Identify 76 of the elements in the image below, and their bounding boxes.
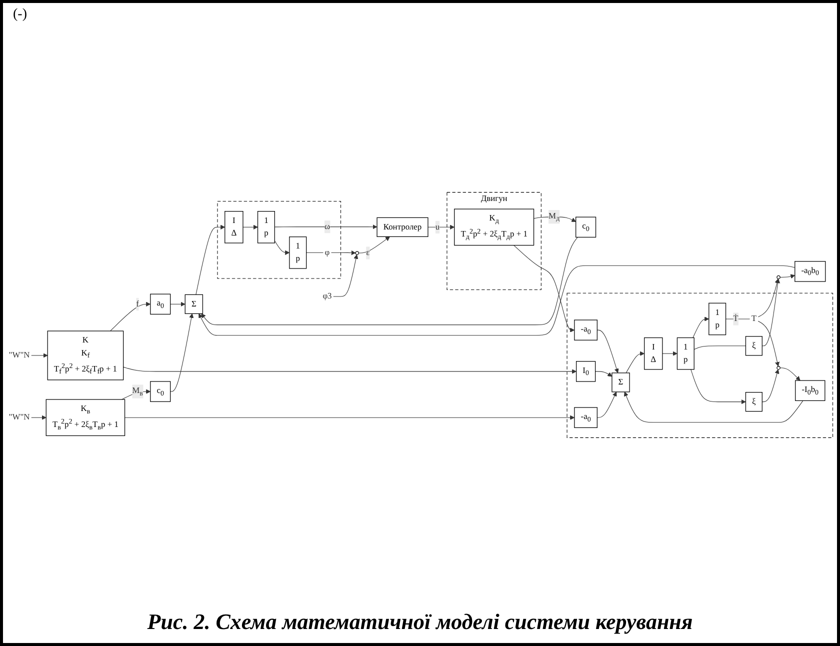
node-box: 1 p [289,236,307,269]
node-box: ξ [745,336,762,356]
arrow [624,392,804,423]
arrow [274,240,290,255]
node-box: K K$_{f}$ T$_{f}$$^{2}$p$^{2}$ + 2ξ$_{f}$T$_{f}$p + 1 [47,330,124,380]
node-circle [355,251,360,255]
arrow [690,369,746,404]
arrow [762,369,780,402]
node-box: c$_{0}$ [576,216,596,238]
node-text: φ3 [322,292,332,301]
edge-label: f [136,299,139,308]
node-box: 1 p [708,302,726,336]
arrow [758,320,780,366]
node-box: -I$_{0}$b$_{0}$ [795,380,826,401]
arrow [596,330,619,374]
node-box: 1 p [676,337,694,370]
arrow [333,254,358,297]
connector [726,318,750,320]
arrow [514,245,575,332]
node-box: I Δ [224,211,244,244]
connector [306,252,324,253]
arrow [31,415,46,420]
edge-label: u [435,222,440,232]
arrow [758,278,780,318]
node-box: K$_{в}$ T$_{в}$$^{2}$p$^{2}$ + 2ξ$_{в}$T$_{в}$p + 1 [46,399,126,436]
node-box: c$_{0}$ [150,381,171,402]
arrow [626,351,645,374]
node-text: T [751,314,757,324]
arrow [692,316,710,338]
node-box: Контролер [376,217,428,237]
arrow [358,236,390,254]
arrow [121,389,151,400]
arrow [170,313,194,392]
arrow [198,265,796,336]
arrow [201,236,578,326]
edge-label: Ṫ [733,314,738,324]
node-text: "W"N [8,350,30,360]
node-box: Σ [184,294,204,314]
arrow [595,371,612,377]
arrow [123,366,577,374]
arrow [780,274,796,279]
node-text: "W"N [8,412,30,422]
node-box: K$_{д}$ T$_{д}$$^{2}$p$^{2}$ + 2ξ$_{д}$T$_{д}$p + 1 [454,208,534,246]
edge-label: ε [366,248,370,258]
edge-label: M$_{д}$ [548,212,560,222]
arrow [662,351,678,356]
figure-caption: Рис. 2. Схема математичної моделі системи керування [147,609,693,635]
connector [694,346,746,350]
node-box: 1 p [257,211,275,244]
arrow [428,224,455,230]
node-box: ξ [745,392,762,412]
arrow [331,250,356,256]
node-box: I$_{0}$ [576,361,596,382]
arrow [780,368,800,381]
arrow [596,392,617,418]
arrow [31,353,48,358]
cluster [566,292,834,438]
node-circle [776,366,780,370]
node-box: I Δ [644,337,663,370]
arrow [124,415,575,420]
edge-label: ω [324,222,330,232]
node-text: φ [324,248,330,257]
arrow [274,224,378,230]
node-circle [776,275,780,280]
arrow [196,224,226,295]
node-box: -a$_{0}$ [574,407,598,428]
arrow [242,224,258,230]
edge-label: M$_{в}$ [132,386,144,397]
cluster [217,201,342,279]
arrow [170,302,186,306]
arrow [110,302,151,332]
node-box: -a$_{0}$b$_{0}$ [794,261,826,282]
sign-note: (-) [13,7,27,22]
node-box: -a$_{0}$ [574,320,598,340]
node-box: a$_{0}$ [150,294,171,315]
node-box: Σ [612,372,630,392]
